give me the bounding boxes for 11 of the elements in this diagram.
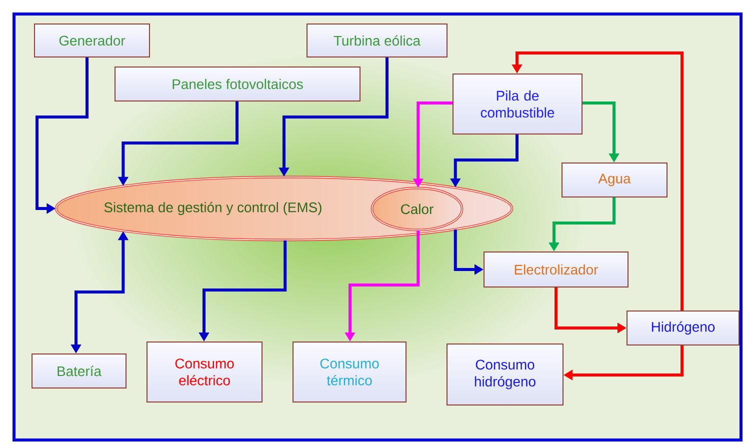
process-box: Consumo hidrógeno [446, 344, 564, 406]
process-box: Consumo eléctrico [146, 342, 262, 402]
process-box: Pila de combustible [452, 74, 582, 134]
process-box: Batería [32, 354, 126, 388]
process-box: Paneles fotovoltaicos [114, 66, 360, 102]
process-box: Hidrógeno [626, 310, 740, 346]
process-box: Electrolizador [484, 252, 628, 288]
process-box: Generador [34, 24, 150, 58]
process-box: Turbina eólica [306, 24, 448, 58]
process-box: Agua [562, 162, 668, 198]
process-box: Consumo térmico [292, 342, 406, 402]
